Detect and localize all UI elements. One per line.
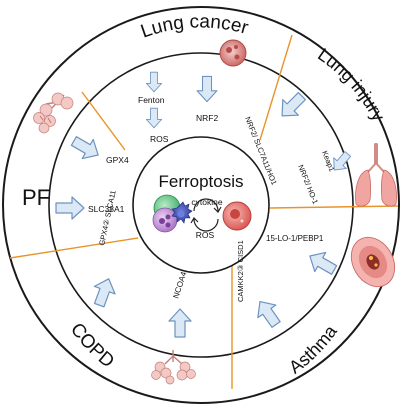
cycle-arrows-icon [190,198,222,232]
dying-cell-icon [222,201,252,231]
immune-cells-icon [152,194,193,233]
sector-dividers [9,34,399,389]
pf-title: PF [22,185,50,210]
label-fenton: Fenton [138,95,165,105]
ferroptosis-title: Ferroptosis [158,172,243,191]
alveoli-icon [151,350,196,385]
middle-ring [48,52,354,358]
inner-circle [132,136,270,274]
arrow-pf-gpx4 [70,136,99,160]
label-gpx4-pf: GPX4 [106,155,129,165]
arrow-lung-injury-2 [333,151,352,171]
ros-center-label: ROS [196,230,215,240]
arrow-ros-cancer [145,107,163,129]
label-slc38a1: SLC38A1 [88,204,125,214]
lungs-icon [355,143,397,207]
arrow-pf-slc38a1 [55,196,85,220]
arrow-fenton [145,71,163,93]
arrow-lung-injury-1 [281,91,307,117]
arrow-nrf2-cancer [196,75,218,103]
arrow-copd-2 [168,308,192,338]
label-ros-cancer: ROS [150,134,169,144]
arrows [55,71,352,338]
airway-icon [350,236,396,288]
arrow-asthma-2 [257,300,281,328]
label-15lo1-pebp1: 15-LO-1/PEBP1 [266,234,324,243]
pf-alveoli-icon [33,92,74,134]
label-nrf2-cancer: NRF2 [196,113,218,123]
label-camkk2-cisd1: CAMKK2③ CISD1 [236,240,245,302]
cancer-cell-icon [219,39,247,67]
cytokine-label: cytokine [191,197,222,207]
arrow-asthma-1 [309,251,338,275]
arrow-copd-1 [93,278,116,308]
